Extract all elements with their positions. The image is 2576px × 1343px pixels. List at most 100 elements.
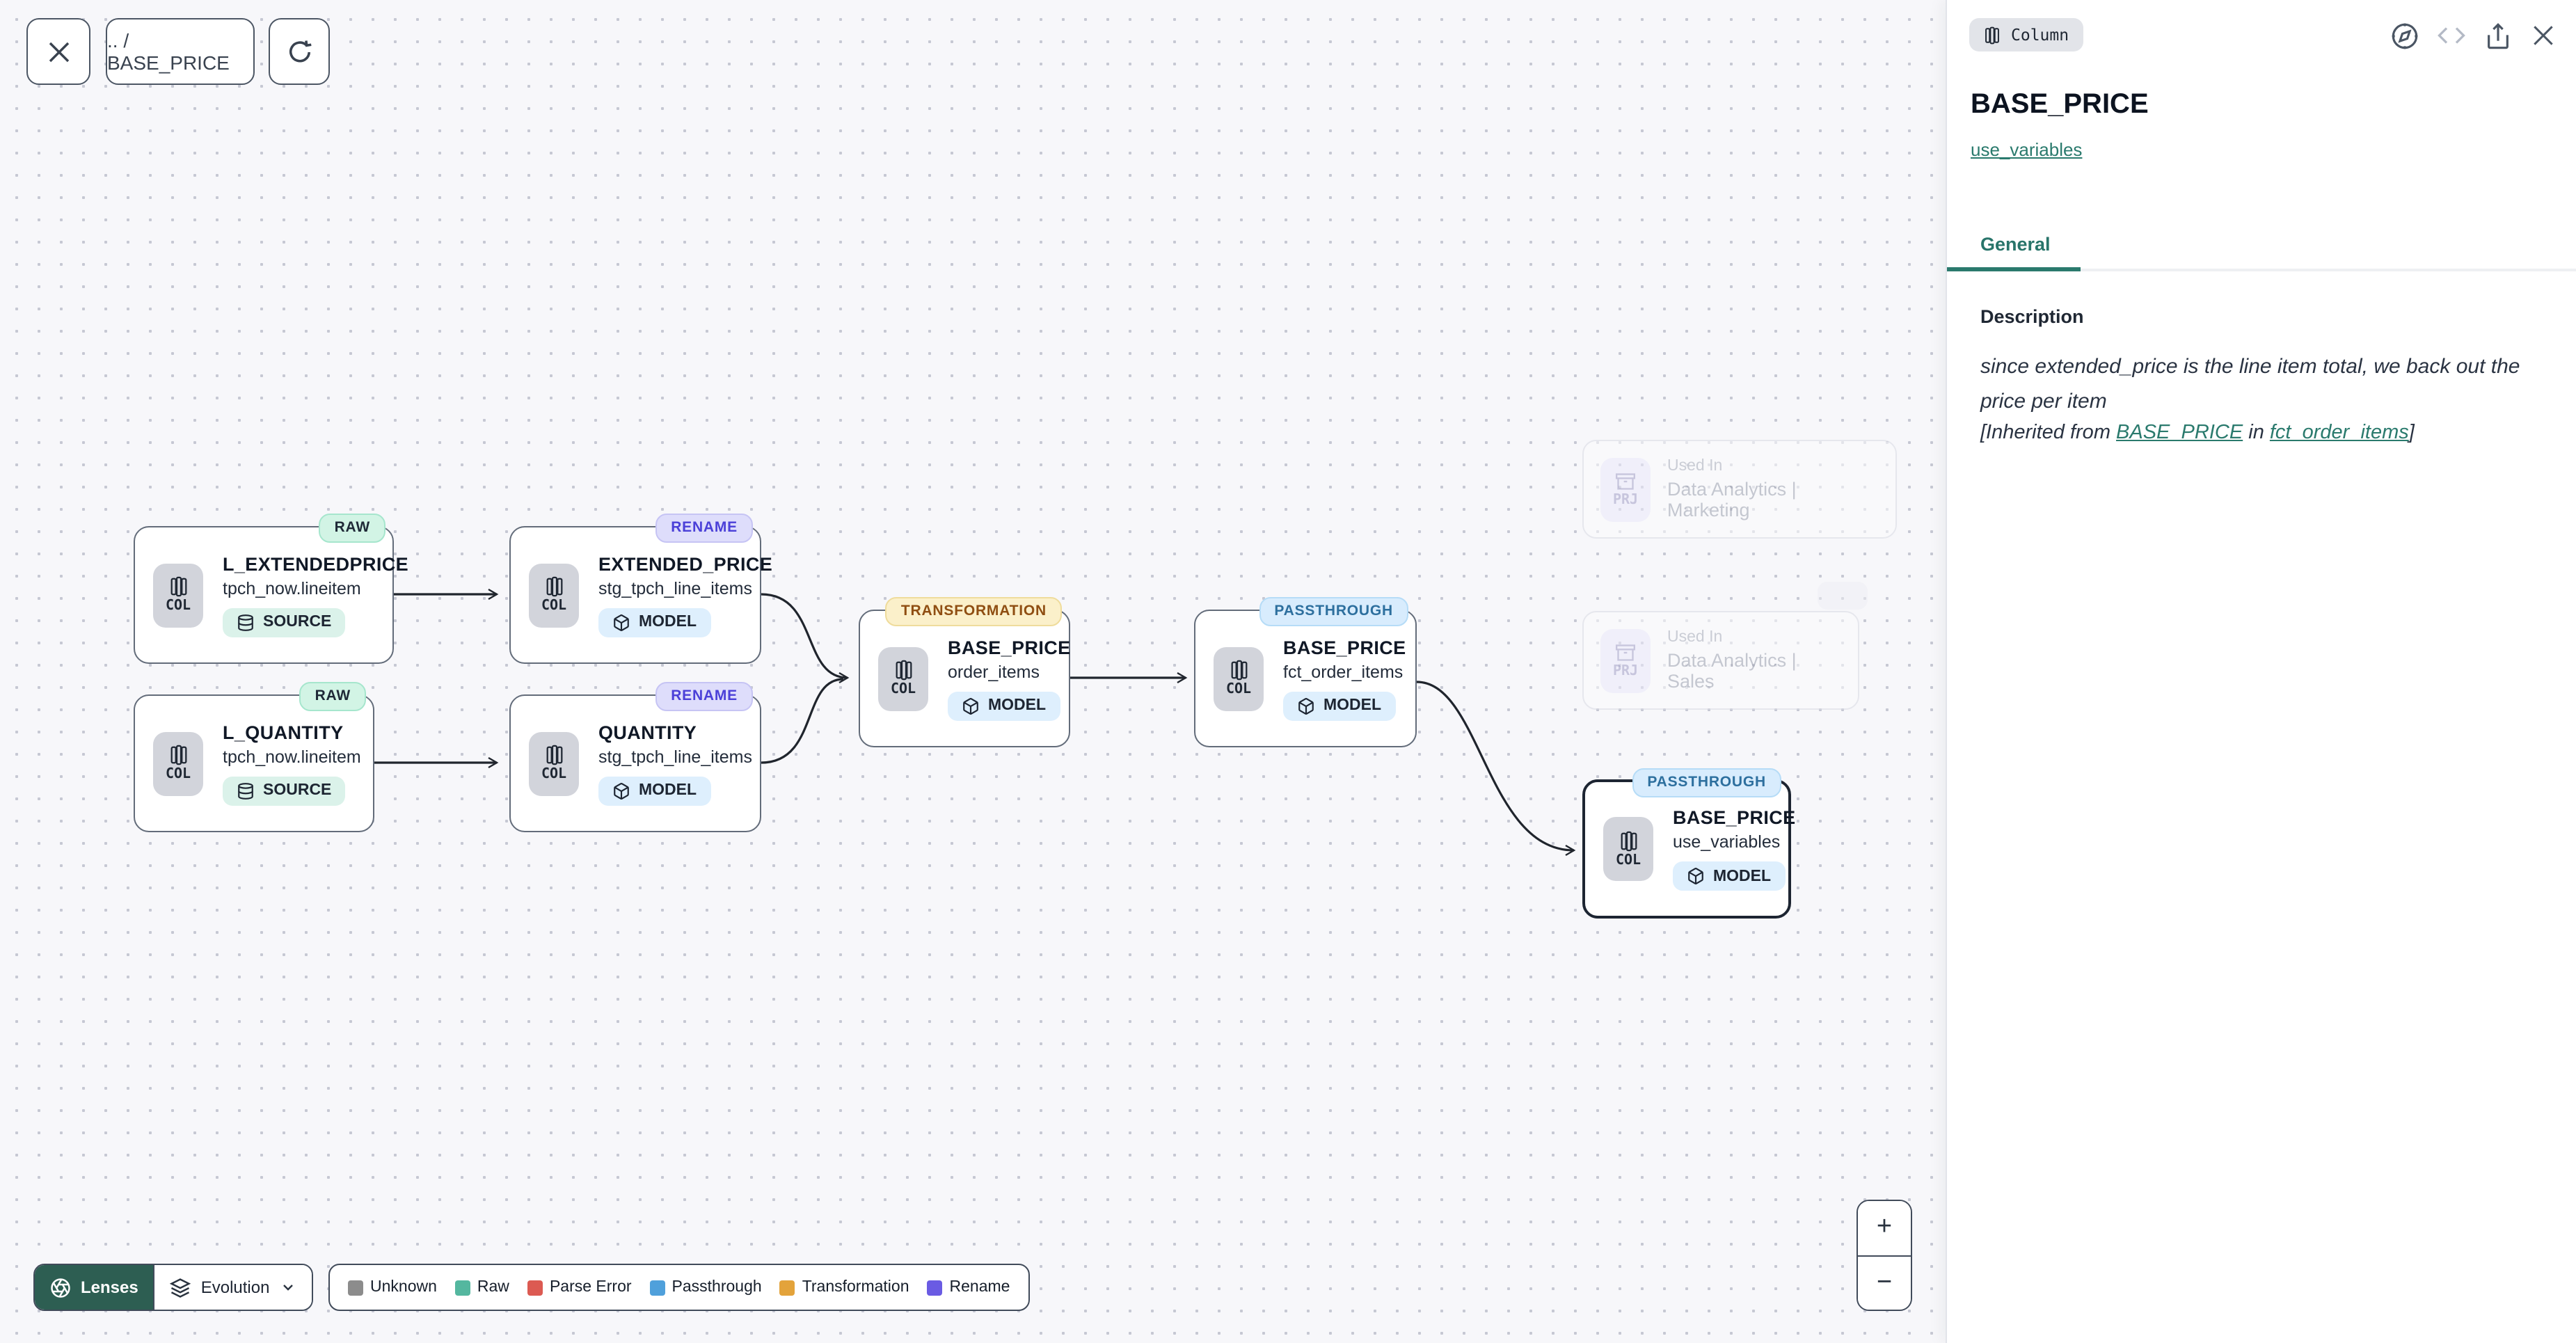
node-title: QUANTITY xyxy=(598,722,697,742)
lens-dropdown[interactable]: Evolution xyxy=(154,1265,312,1310)
node-subtitle: tpch_now.lineitem xyxy=(223,578,361,598)
legend-item: Passthrough xyxy=(650,1279,762,1296)
node-title: L_EXTENDEDPRICE xyxy=(223,553,408,574)
breadcrumb[interactable]: .. / BASE_PRICE xyxy=(106,18,255,85)
cube-icon xyxy=(612,781,630,800)
evolution-badge: PASSTHROUGH xyxy=(1259,597,1408,626)
cube-icon xyxy=(612,613,630,631)
close-panel-button[interactable] xyxy=(2530,22,2557,49)
columns-icon xyxy=(168,745,189,765)
column-type-chip: COL xyxy=(1603,817,1653,881)
lineage-node-base-price-use-variables-selected[interactable]: PASSTHROUGH COL BASE_PRICE use_variables… xyxy=(1582,779,1791,919)
legend-swatch xyxy=(650,1280,665,1295)
code-icon xyxy=(2437,21,2466,50)
cube-icon xyxy=(962,697,980,715)
lenses-label: Lenses xyxy=(81,1278,138,1297)
model-link[interactable]: use_variables xyxy=(1971,139,2082,160)
code-button[interactable] xyxy=(2437,21,2466,50)
lineage-node-base-price-fct-order-items[interactable]: PASSTHROUGH COL BASE_PRICE fct_order_ite… xyxy=(1194,610,1417,747)
legend-item: Rename xyxy=(928,1279,1010,1296)
lineage-canvas[interactable]: .. / BASE_PRICE RAW COL L_EXTENDEDPRICE … xyxy=(0,0,1946,1343)
zoom-out-button[interactable]: − xyxy=(1858,1256,1911,1310)
used-in-label: Used In xyxy=(1667,629,1841,646)
share-icon xyxy=(2484,22,2512,49)
cube-icon xyxy=(1687,867,1705,885)
zoom-in-button[interactable]: + xyxy=(1858,1201,1911,1256)
columns-icon xyxy=(543,576,564,597)
refresh-button[interactable] xyxy=(269,18,330,85)
legend-item: Unknown xyxy=(348,1279,437,1296)
aperture-icon xyxy=(50,1277,71,1298)
column-type-chip: COL xyxy=(153,731,203,795)
used-in-card-marketing[interactable]: PRJ Used In Data Analytics | Marketing xyxy=(1582,440,1897,539)
columns-icon xyxy=(543,745,564,765)
node-title: EXTENDED_PRICE xyxy=(598,553,772,574)
node-title: L_QUANTITY xyxy=(223,722,344,742)
database-icon xyxy=(237,781,255,800)
close-graph-button[interactable] xyxy=(26,18,90,85)
kind-badge: MODEL xyxy=(948,691,1060,720)
breadcrumb-label: .. / BASE_PRICE xyxy=(107,29,253,74)
evolution-badge: RENAME xyxy=(655,514,753,543)
entity-type-badge: Column xyxy=(1969,18,2083,51)
layers-icon xyxy=(170,1277,191,1298)
ghost-badge xyxy=(1818,582,1868,610)
project-chip: PRJ xyxy=(1600,457,1651,521)
used-in-label: Used In xyxy=(1667,458,1879,475)
compass-button[interactable] xyxy=(2391,22,2419,49)
node-title: BASE_PRICE xyxy=(948,637,1071,658)
legend-swatch xyxy=(780,1280,795,1295)
node-subtitle: stg_tpch_line_items xyxy=(598,578,752,598)
lineage-node-quantity[interactable]: RENAME COL QUANTITY stg_tpch_line_items … xyxy=(509,694,761,832)
columns-icon xyxy=(1983,26,2001,44)
legend-item: Parse Error xyxy=(527,1279,632,1296)
used-in-value: Data Analytics | Marketing xyxy=(1667,479,1879,520)
kind-badge: MODEL xyxy=(598,776,710,805)
column-type-chip: COL xyxy=(1214,646,1264,710)
node-subtitle: use_variables xyxy=(1673,832,1780,852)
lenses-button[interactable]: Lenses xyxy=(35,1265,154,1310)
columns-icon xyxy=(168,576,189,597)
refresh-icon xyxy=(286,38,312,65)
archive-icon xyxy=(1616,642,1635,662)
inherited-model-link[interactable]: fct_order_items xyxy=(2270,422,2409,444)
lens-selected-label: Evolution xyxy=(201,1278,270,1297)
node-title: BASE_PRICE xyxy=(1283,637,1406,658)
used-in-card-sales[interactable]: PRJ Used In Data Analytics | Sales xyxy=(1582,611,1859,710)
legend-item: Raw xyxy=(455,1279,509,1296)
lineage-node-l-quantity[interactable]: RAW COL L_QUANTITY tpch_now.lineitem SOU… xyxy=(134,694,374,832)
tab-general[interactable]: General xyxy=(1947,220,2081,271)
node-title: BASE_PRICE xyxy=(1673,807,1796,828)
close-icon xyxy=(2530,22,2557,49)
description-inherited: [Inherited from BASE_PRICE in fct_order_… xyxy=(1980,422,2545,444)
node-subtitle: tpch_now.lineitem xyxy=(223,747,361,766)
database-icon xyxy=(237,613,255,631)
chevron-down-icon xyxy=(279,1279,296,1296)
kind-badge: MODEL xyxy=(1283,691,1395,720)
evolution-badge: PASSTHROUGH xyxy=(1632,768,1781,797)
details-panel: Column xyxy=(1946,0,2576,1343)
columns-icon xyxy=(1618,830,1639,851)
column-type-chip: COL xyxy=(153,563,203,627)
cube-icon xyxy=(1297,697,1315,715)
columns-icon xyxy=(893,660,914,681)
column-type-chip: COL xyxy=(529,563,579,627)
evolution-legend: Unknown Raw Parse Error Passthrough Tran… xyxy=(328,1264,1029,1311)
evolution-badge: RAW xyxy=(319,514,385,543)
compass-icon xyxy=(2391,22,2419,49)
kind-badge: MODEL xyxy=(1673,861,1785,891)
description-text: since extended_price is the line item to… xyxy=(1980,351,2545,420)
inherited-column-link[interactable]: BASE_PRICE xyxy=(2116,422,2243,444)
lineage-node-extended-price[interactable]: RENAME COL EXTENDED_PRICE stg_tpch_line_… xyxy=(509,526,761,664)
evolution-badge: RAW xyxy=(300,682,366,711)
panel-toolbar xyxy=(2391,21,2557,50)
legend-swatch xyxy=(928,1280,943,1295)
lineage-node-l-extendedprice[interactable]: RAW COL L_EXTENDEDPRICE tpch_now.lineite… xyxy=(134,526,394,664)
archive-icon xyxy=(1616,471,1635,491)
columns-icon xyxy=(1228,660,1249,681)
zoom-controls: + − xyxy=(1857,1200,1912,1311)
lineage-node-base-price-order-items[interactable]: TRANSFORMATION COL BASE_PRICE order_item… xyxy=(859,610,1070,747)
share-button[interactable] xyxy=(2484,22,2512,49)
node-subtitle: stg_tpch_line_items xyxy=(598,747,752,766)
legend-swatch xyxy=(348,1280,363,1295)
